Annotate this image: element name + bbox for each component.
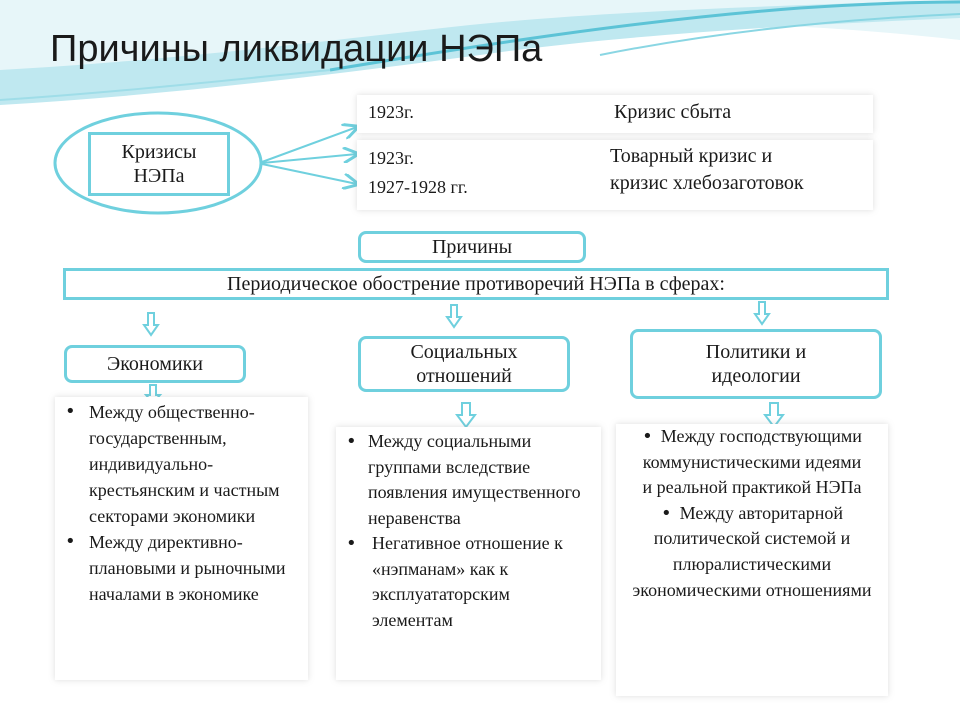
social-items-panel: Между социальными группами вследствие по… <box>336 427 601 680</box>
politics-item: Между господствующими коммунистическими … <box>626 424 878 501</box>
social-item: Между социальными группами вследствие по… <box>342 429 593 531</box>
crisis-1-description: Кризис сбыта <box>614 101 732 123</box>
sphere-economy-box: Экономики <box>64 345 246 383</box>
down-arrow-icon <box>445 304 463 329</box>
arrow-to-1923b <box>261 154 357 164</box>
economy-item: Между директивно-плановыми и рыночными н… <box>61 529 302 607</box>
down-arrow-icon <box>142 312 160 337</box>
page-title: Причины ликвидации НЭПа <box>50 28 543 70</box>
crisis-2-date-1: 1923г. <box>368 148 414 168</box>
arrow-to-1923a <box>261 127 357 163</box>
crisis-box: Кризисы НЭПа <box>88 132 230 196</box>
causes-box: Причины <box>358 231 586 263</box>
economy-items-panel: Между общественно-государственным, индив… <box>55 397 308 680</box>
politics-item: Между авторитарной политической системой… <box>626 501 878 603</box>
crisis-1-date: 1923г. <box>368 102 414 122</box>
crisis-2-date-2: 1927-1928 гг. <box>368 177 468 197</box>
wave-background <box>0 0 960 105</box>
crisis-2-description-2: кризис хлебозаготовок <box>610 172 804 194</box>
sphere-social-line1: Социальных <box>410 341 518 363</box>
sphere-politics-box: Политики и идеологии <box>630 329 882 399</box>
sphere-social-line2: отношений <box>416 365 512 387</box>
crisis-box-line1: Кризисы <box>121 141 197 163</box>
politics-items-panel: Между господствующими коммунистическими … <box>616 424 888 696</box>
arrow-to-1927 <box>261 163 357 184</box>
sphere-politics-line1: Политики и <box>705 341 807 363</box>
crisis-box-line2: НЭПа <box>133 165 185 187</box>
crisis-row-1 <box>357 95 873 133</box>
sphere-social-box: Социальных отношений <box>358 336 570 392</box>
down-arrow-icon <box>455 402 477 429</box>
sphere-politics-line2: идеологии <box>711 365 801 387</box>
down-arrow-icon <box>753 301 771 326</box>
crisis-row-2 <box>357 140 873 210</box>
main-statement-box: Периодическое обострение противоречий НЭ… <box>63 268 889 300</box>
social-item: Негативное отношение к «нэпманам» как к … <box>342 531 593 633</box>
economy-item: Между общественно-государственным, индив… <box>61 399 302 529</box>
crisis-2-description-1: Товарный кризис и <box>610 145 773 167</box>
